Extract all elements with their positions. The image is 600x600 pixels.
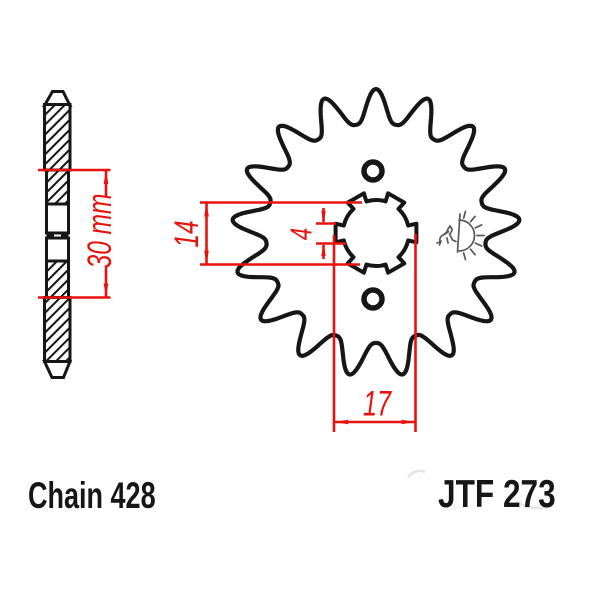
dimension-14-label: 14 bbox=[168, 220, 206, 248]
dimension-17-label: 17 bbox=[362, 384, 392, 424]
sprocket-front-view bbox=[230, 86, 522, 377]
part-number-label: JTF 273 bbox=[438, 473, 556, 516]
side-view-hub-top bbox=[45, 168, 70, 206]
logo-kangaroo-icon bbox=[436, 224, 457, 246]
watermark-swoosh bbox=[407, 469, 426, 478]
dimension-17 bbox=[332, 234, 417, 432]
logo-sun-icon bbox=[458, 219, 476, 252]
jt-logo bbox=[436, 210, 485, 261]
side-view-hub-bottom bbox=[45, 259, 70, 299]
bolt-hole-top bbox=[361, 159, 385, 183]
logo-sun-rays-icon bbox=[462, 210, 485, 261]
sprocket-side-view bbox=[41, 90, 73, 379]
dimension-4-label: 4 bbox=[283, 227, 319, 241]
side-view-tooth-band-top bbox=[43, 103, 72, 172]
spline-bore-outline bbox=[333, 191, 419, 275]
chain-type-label: Chain 428 bbox=[28, 475, 156, 516]
side-view-bore-box-bottom bbox=[45, 236, 70, 263]
dimension-30mm-label: 30 mm bbox=[81, 193, 119, 269]
side-view-spline-bar-left bbox=[46, 231, 54, 239]
dimension-30mm bbox=[38, 168, 111, 299]
side-view-bottom-tip bbox=[42, 360, 73, 379]
side-view-bore-box-top bbox=[45, 202, 70, 235]
dimension-annotations bbox=[38, 168, 417, 432]
watermark-swoosh bbox=[516, 500, 553, 510]
dimension-4 bbox=[316, 208, 346, 259]
bolt-hole-bottom bbox=[361, 287, 385, 311]
side-view-tooth-band-bottom bbox=[43, 296, 72, 363]
side-view-spline-bar-right bbox=[61, 231, 69, 239]
